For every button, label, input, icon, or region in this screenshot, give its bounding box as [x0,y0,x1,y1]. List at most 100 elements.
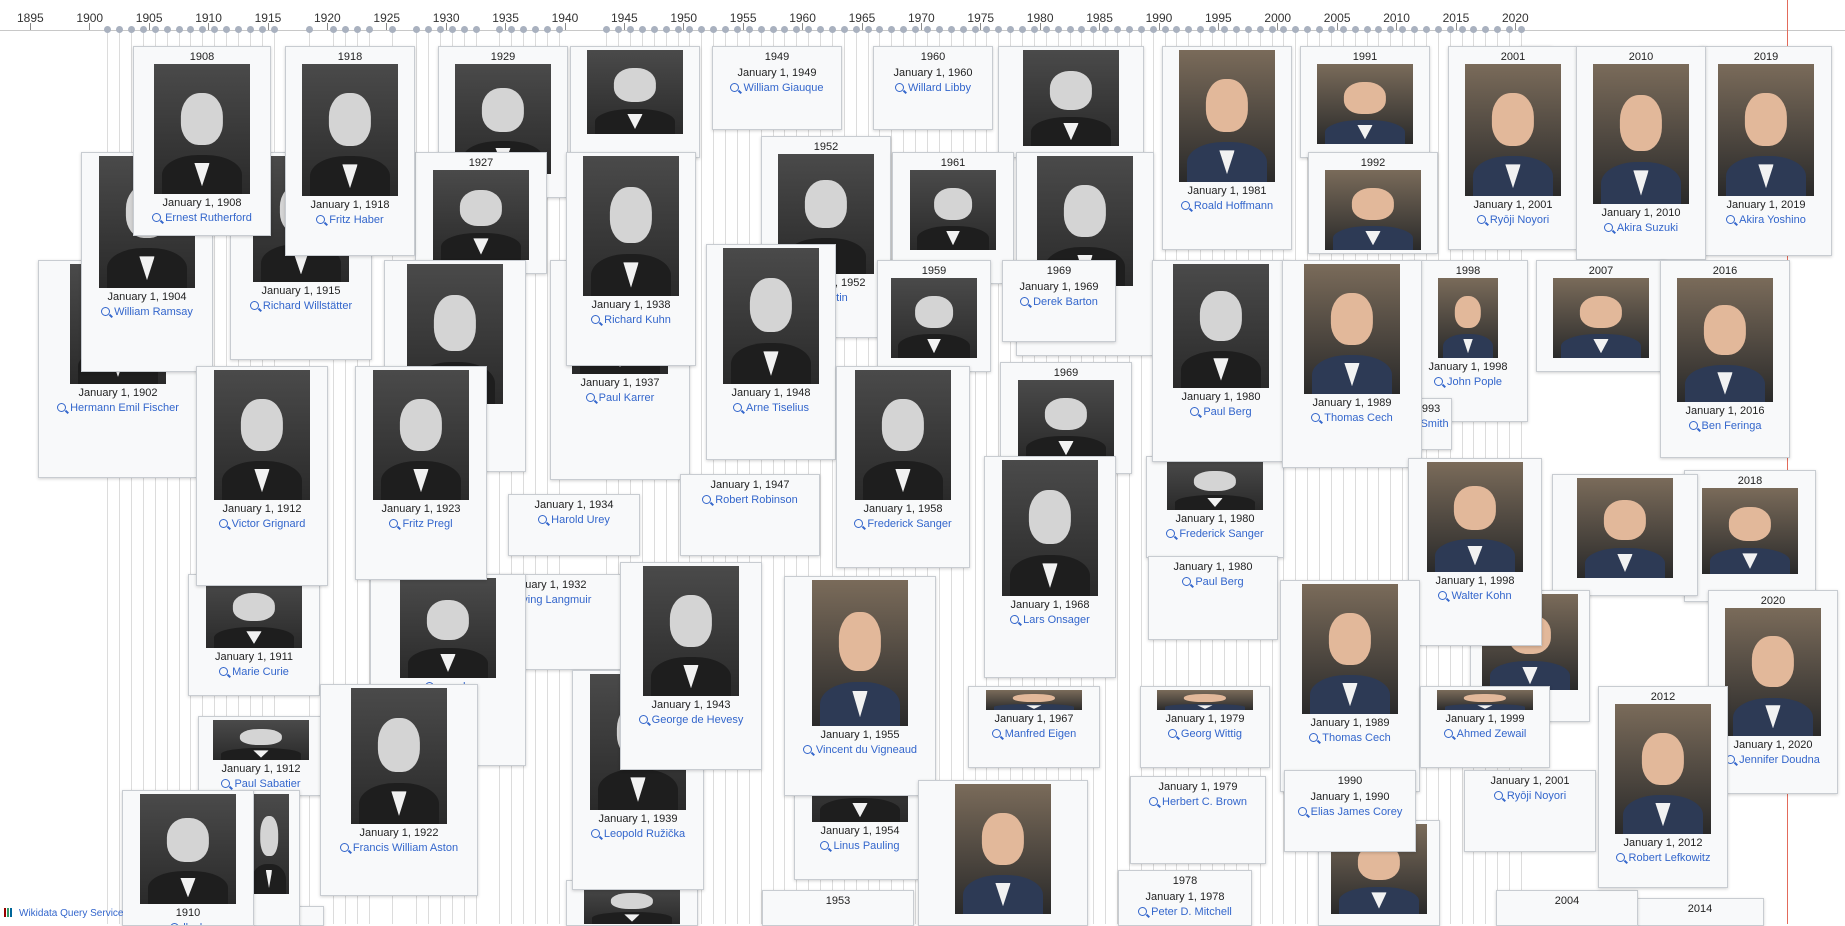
laureate-link[interactable]: Frederick Sanger [1147,527,1283,541]
search-icon[interactable] [152,213,162,222]
laureate-name[interactable]: Ryōji Noyori [1489,214,1550,226]
event-marker-dot[interactable] [781,26,789,33]
laureate-name[interactable]: Willard Libby [908,82,971,94]
laureate-name[interactable]: Akira Yoshino [1739,214,1806,226]
event-marker-dot[interactable] [543,26,551,33]
event-marker-dot[interactable] [258,26,266,33]
portrait-image[interactable] [1438,278,1498,358]
event-marker-dot[interactable] [1316,26,1324,33]
event-marker-dot[interactable] [436,26,444,33]
portrait-image[interactable] [1725,608,1821,736]
search-icon[interactable] [591,315,601,324]
laureate-link[interactable]: Fritz Pregl [356,517,486,531]
footer-label[interactable]: Wikidata Query Service [19,908,124,919]
laureate-link[interactable]: Ahmed Zewail [1421,727,1549,741]
search-icon[interactable] [249,301,259,310]
laureate-link[interactable]: Victor Grignard [197,517,327,531]
portrait-image[interactable] [302,64,398,196]
laureate-name[interactable]: Derek Barton [1033,296,1098,308]
event-marker-dot[interactable] [1339,26,1347,33]
laureate-name[interactable]: Fritz Pregl [402,518,453,530]
event-marker-dot[interactable] [935,26,943,33]
laureate-name[interactable]: Leopold Ružička [603,828,686,840]
search-icon[interactable] [316,215,326,224]
laureate-link[interactable]: Robert Lefkowitz [1599,851,1727,865]
portrait-image[interactable] [855,370,951,500]
laureate-link[interactable]: Harold Urey [509,513,639,527]
laureate-name[interactable]: Smith [1420,418,1449,430]
event-marker-dot[interactable] [947,26,955,33]
event-marker-dot[interactable] [211,26,219,33]
portrait-image[interactable] [587,50,683,134]
event-marker-dot[interactable] [330,26,337,33]
laureate-link[interactable]: Walter Kohn [1409,589,1541,603]
event-marker-dot[interactable] [876,26,884,33]
search-icon[interactable] [221,779,231,788]
event-marker-dot[interactable] [852,26,860,33]
search-icon[interactable] [1190,407,1200,416]
event-marker-dot[interactable] [1114,26,1122,33]
laureate-name[interactable]: Francis William Aston [352,842,459,854]
search-icon[interactable] [590,829,600,838]
event-marker-dot[interactable] [1518,26,1525,33]
portrait-image[interactable] [986,690,1082,710]
laureate-link[interactable]: Georg Wittig [1141,727,1269,741]
laureate-link[interactable]: Robert Robinson [681,493,819,507]
event-marker-dot[interactable] [1268,26,1276,33]
event-marker-dot[interactable] [722,26,730,33]
event-marker-dot[interactable] [615,26,623,33]
search-icon[interactable] [1020,297,1030,306]
laureate-name[interactable]: Ben Feringa [1701,420,1762,432]
portrait-image[interactable] [891,278,977,358]
laureate-link[interactable]: Akira Yoshino [1701,213,1831,227]
event-marker-dot[interactable] [460,26,468,33]
laureate-link[interactable]: Ernest Rutherford [134,211,270,225]
portrait-image[interactable] [1157,690,1253,710]
timeline-card[interactable]: 1991 [1300,46,1430,158]
search-icon[interactable] [802,745,812,754]
laureate-link[interactable]: Francis William Aston [321,841,477,855]
portrait-image[interactable] [1465,64,1561,196]
portrait-image[interactable] [400,578,496,678]
laureate-name[interactable]: Manfred Eigen [1004,728,1077,740]
event-marker-dot[interactable] [425,26,433,33]
timeline-card[interactable] [570,46,700,158]
event-marker-dot[interactable] [496,26,504,33]
event-marker-dot[interactable] [1458,26,1466,33]
portrait-image[interactable] [1718,64,1814,196]
event-marker-dot[interactable] [840,26,848,33]
event-marker-dot[interactable] [888,26,896,33]
event-marker-dot[interactable] [448,26,456,33]
search-icon[interactable] [820,841,830,850]
event-marker-dot[interactable] [520,26,528,33]
laureate-name[interactable]: Richard Willstätter [262,300,353,312]
portrait-image[interactable] [910,170,996,250]
event-marker-dot[interactable] [698,26,706,33]
laureate-name[interactable]: Frederick Sanger [867,518,952,530]
portrait-image[interactable] [1593,64,1689,204]
search-icon[interactable] [389,519,399,528]
event-marker-dot[interactable] [151,26,159,33]
laureate-link[interactable]: Fritz Haber [286,213,414,227]
laureate-name[interactable]: William Ramsay [114,306,193,318]
event-marker-dot[interactable] [674,26,682,33]
event-marker-dot[interactable] [1221,26,1228,33]
event-marker-dot[interactable] [128,26,136,33]
search-icon[interactable] [730,83,740,92]
laureate-name[interactable]: llach [183,922,206,925]
event-marker-dot[interactable] [1125,26,1133,33]
event-marker-dot[interactable] [805,26,813,33]
event-marker-dot[interactable] [1506,26,1514,33]
event-marker-dot[interactable] [1482,26,1490,33]
laureate-name[interactable]: Lars Onsager [1023,614,1090,626]
